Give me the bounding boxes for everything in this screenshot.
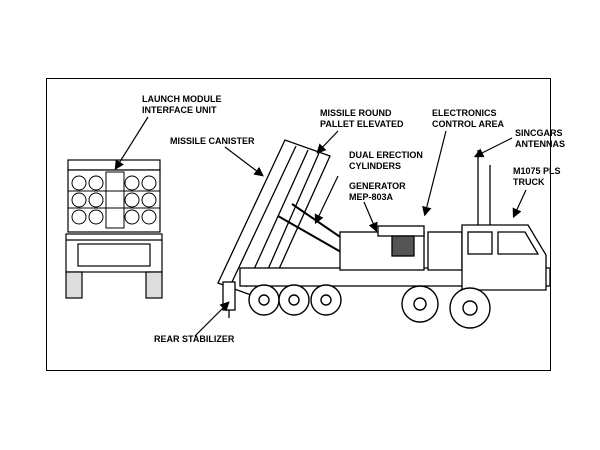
label-rear-stabilizer: REAR STABILIZER xyxy=(154,334,235,344)
diagram-frame xyxy=(46,78,551,371)
label-m1075: M1075 PLS TRUCK xyxy=(513,166,561,187)
wheels xyxy=(248,284,491,329)
label-launch-module: LAUNCH MODULE INTERFACE UNIT xyxy=(142,94,222,115)
leader-arrows xyxy=(114,116,527,337)
label-missile-round: MISSILE ROUND PALLET ELEVATED xyxy=(320,108,404,129)
side-view-launcher xyxy=(217,139,551,329)
canister-grid xyxy=(68,171,160,229)
label-dual-erection: DUAL ERECTION CYLINDERS xyxy=(349,150,423,171)
label-generator: GENERATOR MEP-803A xyxy=(349,181,406,202)
rear-view-launcher xyxy=(65,159,163,299)
label-missile-canister: MISSILE CANISTER xyxy=(170,136,255,146)
label-electronics: ELECTRONICS CONTROL AREA xyxy=(432,108,504,129)
label-sincgars: SINCGARS ANTENNAS xyxy=(515,128,566,149)
